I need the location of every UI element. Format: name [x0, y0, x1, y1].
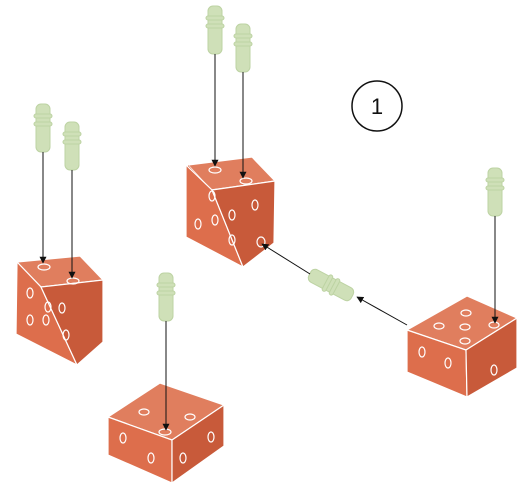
dowel-center-b — [233, 23, 253, 73]
brick-center — [185, 156, 277, 269]
dowel-left-a — [33, 103, 53, 153]
step-number-badge: 1 — [351, 80, 403, 132]
dowel-right — [485, 167, 505, 217]
dowel-center-a — [205, 5, 225, 55]
arrow-connector-2 — [356, 296, 408, 326]
dowel-connector — [307, 268, 355, 302]
step-number: 1 — [371, 94, 383, 119]
brick-right — [405, 295, 517, 399]
arrow-connector-1 — [261, 243, 311, 275]
brick-left — [15, 255, 105, 367]
dowel-left-b — [62, 121, 82, 171]
dowel-bottom — [156, 272, 176, 322]
